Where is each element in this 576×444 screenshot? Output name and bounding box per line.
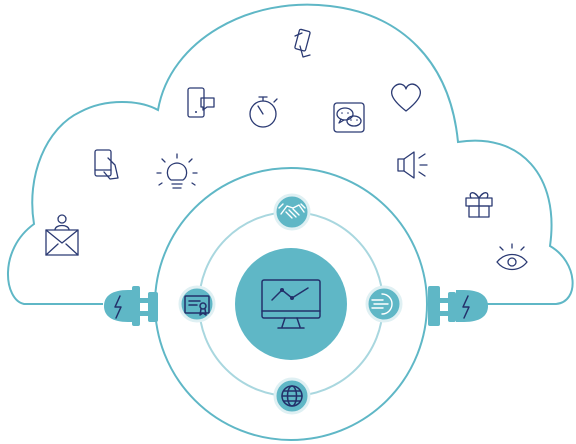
certificate-icon[interactable] xyxy=(178,285,216,323)
phone-rotate-icon xyxy=(294,28,311,58)
handshake-icon[interactable] xyxy=(273,193,311,231)
cloud-outline xyxy=(7,3,574,305)
lightbulb-icon xyxy=(156,153,198,189)
phone-chat-icon xyxy=(187,87,215,118)
stopwatch-icon xyxy=(249,96,278,128)
chat-app-icon xyxy=(333,102,365,133)
globe-icon[interactable] xyxy=(273,377,311,415)
megaphone-icon xyxy=(397,151,428,179)
heart-icon xyxy=(391,83,421,112)
eye-icon xyxy=(496,243,528,271)
speed-icon[interactable] xyxy=(365,285,403,323)
monitor-chart-icon xyxy=(235,248,347,360)
smartphone-touch-icon xyxy=(94,149,119,180)
right-plug-icon xyxy=(428,286,488,326)
mail-person-icon xyxy=(45,214,79,256)
left-plug-icon xyxy=(104,286,158,326)
gift-icon xyxy=(465,192,493,218)
